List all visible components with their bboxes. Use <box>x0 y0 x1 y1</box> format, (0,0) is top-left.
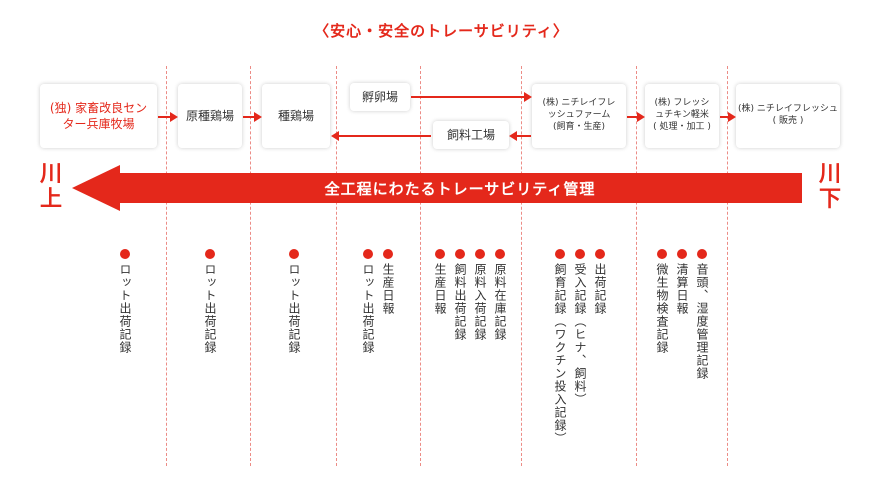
record-item: 生産日報 <box>380 249 396 315</box>
bullet-dot <box>595 249 605 259</box>
flow-arrow-left <box>509 131 531 141</box>
record-item: ロット出荷記録 <box>360 249 376 354</box>
bullet-dot <box>555 249 565 259</box>
record-item: 清算日報 <box>674 249 690 315</box>
record-text: 生産日報 <box>433 263 447 315</box>
bullet-dot <box>289 249 299 259</box>
box-nichirei-fresh-sub: ( 販売 ) <box>772 116 804 126</box>
box-fresh-chicken-karumai-label: (株) フレッシュチキン軽米 <box>654 98 710 121</box>
bullet-dot <box>455 249 465 259</box>
box-breeder-farm-label: 種鶏場 <box>277 108 314 123</box>
record-text: ロット出荷記録 <box>287 263 301 354</box>
box-feed-mill: 飼料工場 <box>433 121 509 149</box>
box-nichirei-fresh-farm-label: (株) ニチレイフレッシュファーム <box>542 98 616 121</box>
box-hatchery: 孵卵場 <box>350 83 410 111</box>
record-item: ロット出荷記録 <box>202 249 218 354</box>
record-text: 原料在庫記録 <box>493 263 507 341</box>
flow-arrow-right <box>411 92 532 102</box>
box-fresh-chicken-karumai: (株) フレッシュチキン軽米 ( 処理・加工 ) <box>645 84 719 148</box>
record-text: ロット出荷記録 <box>361 263 375 354</box>
record-item: 原料在庫記録 <box>492 249 508 341</box>
upstream-label: 川上 <box>39 162 62 213</box>
box-livestock-center-label: (独) 家畜改良センター兵庫牧場 <box>49 100 148 131</box>
traceability-arrow-head <box>72 165 120 211</box>
column-divider <box>727 66 728 466</box>
box-nichirei-fresh: (株) ニチレイフレッシュ ( 販売 ) <box>736 84 840 148</box>
record-text: 原料入荷記録 <box>473 263 487 341</box>
record-item: ロット出荷記録 <box>286 249 302 354</box>
record-item: 飼育記録（ワクチン投入記録） <box>552 249 568 445</box>
column-divider <box>250 66 251 466</box>
flow-arrow-right <box>243 112 262 122</box>
record-text: 音頭、湿度管理記録 <box>695 263 709 380</box>
box-nichirei-fresh-farm-sub: (飼育・生産) <box>552 121 606 132</box>
column-divider <box>420 66 421 466</box>
record-text: 微生物検査記録 <box>655 263 669 354</box>
diagram-title: 〈安心・安全のトレーサビリティ〉 <box>314 22 569 40</box>
box-parent-stock-farm: 原種鶏場 <box>178 84 242 148</box>
bullet-dot <box>657 249 667 259</box>
box-nichirei-fresh-farm: (株) ニチレイフレッシュファーム (飼育・生産) <box>532 84 626 148</box>
bullet-dot <box>205 249 215 259</box>
box-hatchery-label: 孵卵場 <box>361 89 398 104</box>
box-feed-mill-label: 飼料工場 <box>446 127 495 142</box>
record-item: 原料入荷記録 <box>472 249 488 341</box>
record-text: ロット出荷記録 <box>118 263 132 354</box>
record-text: ロット出荷記録 <box>203 263 217 354</box>
flow-arrow-left <box>331 131 431 141</box>
downstream-label: 川下 <box>818 162 841 213</box>
column-divider <box>521 66 522 466</box>
column-divider <box>636 66 637 466</box>
flow-arrow-right <box>627 112 645 122</box>
record-text: 生産日報 <box>381 263 395 315</box>
record-item: 音頭、湿度管理記録 <box>694 249 710 380</box>
record-text: 飼料出荷記録 <box>453 263 467 341</box>
record-item: 微生物検査記録 <box>654 249 670 354</box>
record-text: 出荷記録 <box>593 263 607 315</box>
bullet-dot <box>495 249 505 259</box>
record-text: 清算日報 <box>675 263 689 315</box>
flow-arrow-right <box>720 112 736 122</box>
record-item: 出荷記録 <box>592 249 608 315</box>
record-item: 飼料出荷記録 <box>452 249 468 341</box>
record-item: 生産日報 <box>432 249 448 315</box>
bullet-dot <box>383 249 393 259</box>
box-livestock-center: (独) 家畜改良センター兵庫牧場 <box>40 84 157 148</box>
traceability-banner: 全工程にわたるトレーサビリティ管理 <box>118 173 802 203</box>
box-fresh-chicken-karumai-sub: ( 処理・加工 ) <box>653 121 711 132</box>
bullet-dot <box>575 249 585 259</box>
bullet-dot <box>475 249 485 259</box>
bullet-dot <box>363 249 373 259</box>
column-divider <box>336 66 337 466</box>
column-divider <box>166 66 167 466</box>
record-text: 飼育記録（ワクチン投入記録） <box>553 263 567 445</box>
record-text: 受入記録（ヒナ、飼料） <box>573 263 587 406</box>
box-breeder-farm: 種鶏場 <box>262 84 330 148</box>
bullet-dot <box>677 249 687 259</box>
bullet-dot <box>435 249 445 259</box>
traceability-banner-label: 全工程にわたるトレーサビリティ管理 <box>324 179 596 198</box>
box-nichirei-fresh-label: (株) ニチレイフレッシュ <box>738 104 838 115</box>
box-parent-stock-farm-label: 原種鶏場 <box>185 108 234 123</box>
record-item: 受入記録（ヒナ、飼料） <box>572 249 588 406</box>
flow-arrow-right <box>158 112 178 122</box>
bullet-dot <box>120 249 130 259</box>
record-item: ロット出荷記録 <box>117 249 133 354</box>
bullet-dot <box>697 249 707 259</box>
